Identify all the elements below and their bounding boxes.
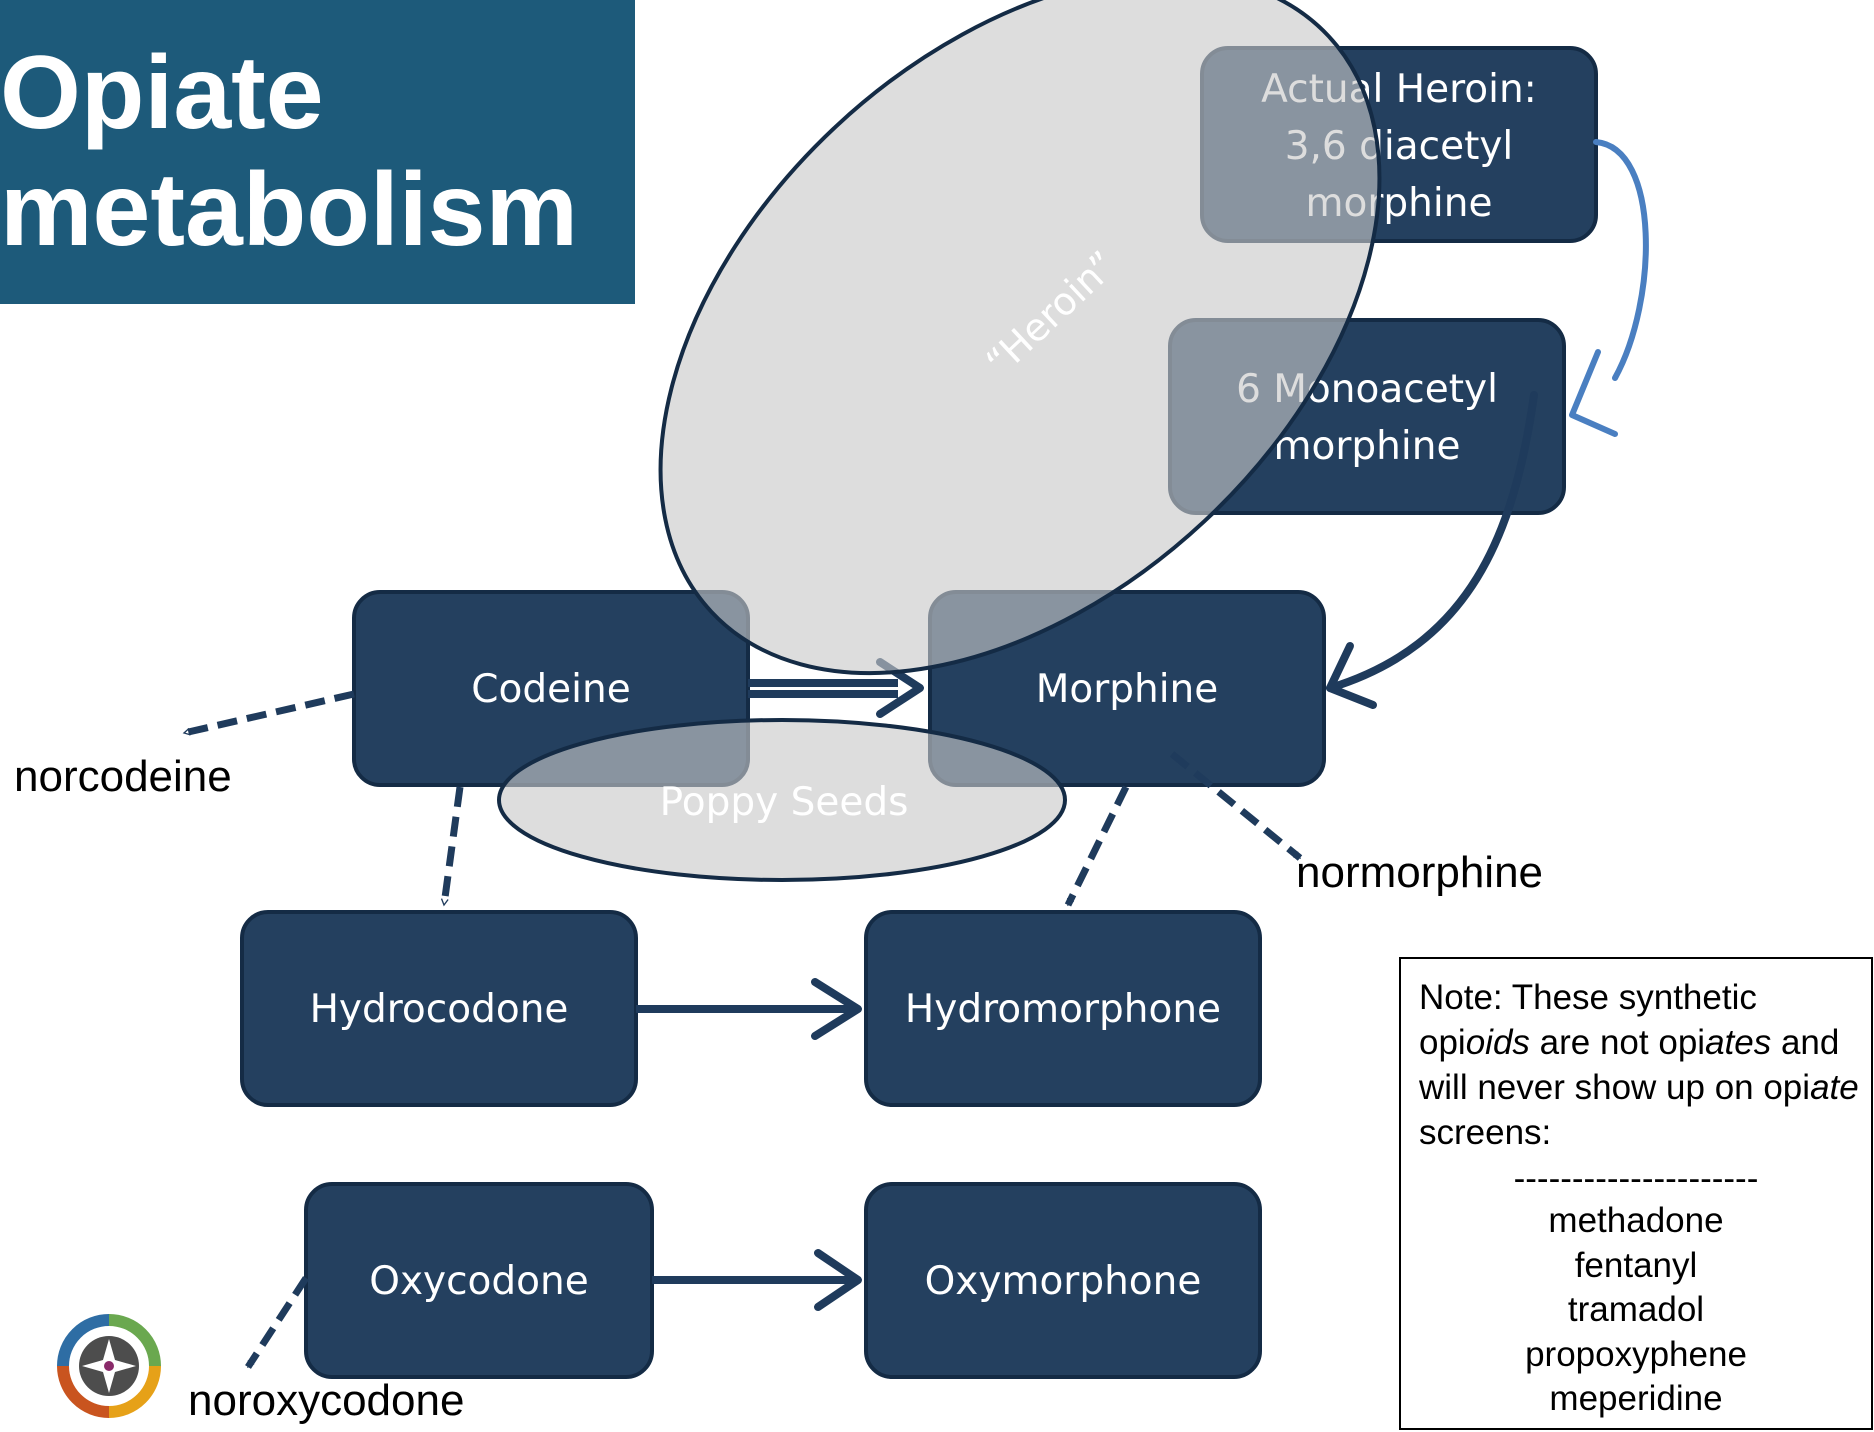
arrow-oxycodone-to-noroxycodone bbox=[245, 1276, 309, 1369]
node-morphine: Morphine bbox=[928, 590, 1326, 787]
node-hydrocodone: Hydrocodone bbox=[240, 910, 638, 1107]
note-text-2: are not opi bbox=[1529, 1023, 1706, 1062]
poppy-seeds-label: Poppy Seeds bbox=[660, 780, 909, 825]
metabolite-normorphine: normorphine bbox=[1296, 848, 1543, 897]
arrow-heroin-to-mono bbox=[1569, 139, 1649, 437]
drug-methadone: methadone bbox=[1548, 1201, 1724, 1240]
compass-star-logo-icon bbox=[57, 1314, 161, 1418]
synthetic-opioids-note: Note: These synthetic opioids are not op… bbox=[1399, 957, 1873, 1430]
arrow-codeine-to-norcodeine bbox=[184, 690, 355, 737]
note-text-3: and will never show up on opi bbox=[1419, 1023, 1840, 1107]
arrow-codeine-to-hydrocodone bbox=[440, 786, 464, 905]
note-emphasis-ate: ate bbox=[1810, 1068, 1859, 1107]
node-oxycodone: Oxycodone bbox=[304, 1182, 654, 1379]
arrow-hydrocodone-to-hydromorphone bbox=[636, 978, 862, 1040]
note-text-4: screens: bbox=[1419, 1113, 1552, 1152]
title-line-2: metabolism bbox=[0, 152, 578, 268]
title-line-1: Opiate bbox=[0, 35, 324, 151]
synthetic-drug-list: methadone fentanyl tramadol propoxyphene… bbox=[1401, 1199, 1871, 1422]
note-intro: Note: These synthetic opioids are not op… bbox=[1419, 975, 1869, 1155]
arrow-morphine-to-normorphine bbox=[1169, 751, 1303, 861]
node-morphine-label: Morphine bbox=[1036, 667, 1219, 712]
arrow-morphine-to-hydromorphone bbox=[1064, 785, 1130, 907]
node-mono-line2: morphine bbox=[1274, 424, 1461, 469]
note-emphasis-oids: oids bbox=[1465, 1023, 1530, 1062]
heroin-ellipse: “Heroin” bbox=[658, 0, 1382, 676]
drug-propoxyphene: propoxyphene bbox=[1525, 1334, 1747, 1374]
node-hydromorphone-label: Hydromorphone bbox=[905, 987, 1221, 1032]
node-oxycodone-label: Oxycodone bbox=[369, 1259, 589, 1304]
arrow-oxycodone-to-oxymorphone bbox=[652, 1249, 862, 1311]
node-hydrocodone-label: Hydrocodone bbox=[310, 987, 569, 1032]
arrow-mono-to-morphine bbox=[1326, 391, 1538, 709]
poppy-seeds-ellipse: Poppy Seeds bbox=[497, 718, 1067, 882]
note-text-1: Note: These synthetic opi bbox=[1419, 978, 1757, 1062]
note-emphasis-ates: ates bbox=[1705, 1023, 1772, 1062]
node-oxymorphone-label: Oxymorphone bbox=[925, 1259, 1202, 1304]
drug-fentanyl: fentanyl bbox=[1574, 1245, 1698, 1285]
title-banner: Opiate metabolism bbox=[0, 0, 635, 304]
node-hydromorphone: Hydromorphone bbox=[864, 910, 1262, 1107]
drug-meperidine: meperidine bbox=[1549, 1379, 1723, 1418]
note-divider: --------------------- bbox=[1513, 1159, 1759, 1198]
node-codeine-label: Codeine bbox=[471, 667, 630, 712]
metabolite-norcodeine: norcodeine bbox=[14, 752, 232, 801]
drug-tramadol: tramadol bbox=[1567, 1290, 1705, 1329]
metabolite-noroxycodone: noroxycodone bbox=[188, 1376, 464, 1425]
node-oxymorphone: Oxymorphone bbox=[864, 1182, 1262, 1379]
